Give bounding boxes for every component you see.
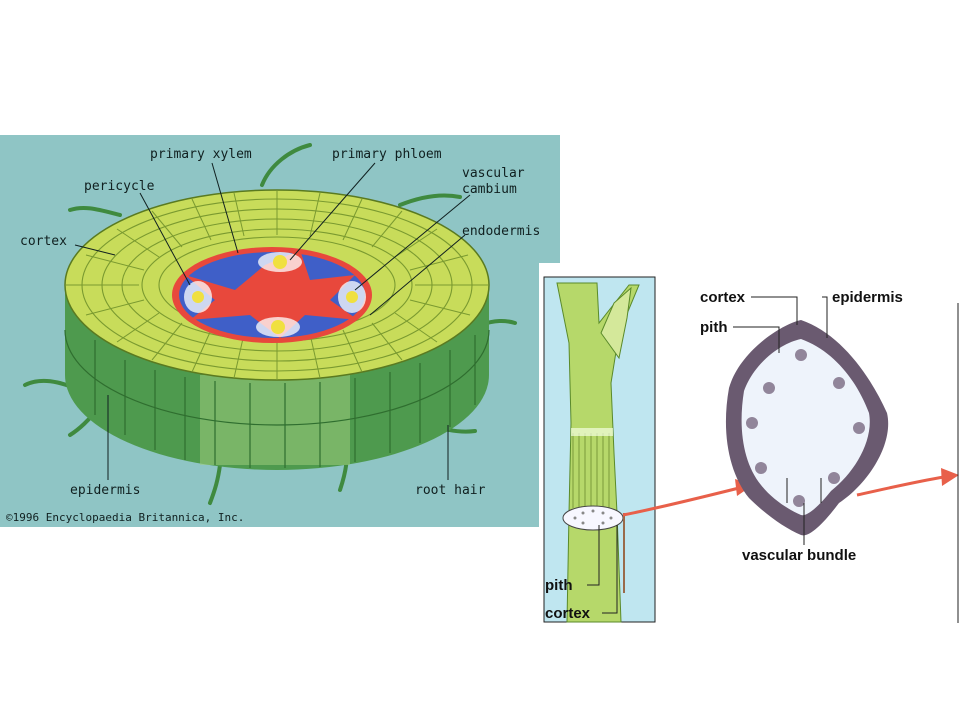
label-endodermis: endodermis: [462, 224, 540, 239]
stem-leader-lines: [587, 296, 828, 614]
label-stem-pith-bottom: pith: [545, 577, 573, 594]
label-epidermis: epidermis: [70, 483, 140, 498]
root-leader-lines: [74, 162, 471, 480]
root-illustration: primary xylem primary phloem vascular ca…: [6, 143, 540, 524]
label-vascular-cambium-1: vascular: [462, 166, 525, 181]
stem-body: [556, 282, 640, 623]
label-cortex: cortex: [20, 234, 67, 249]
label-root-hair: root hair: [415, 483, 486, 498]
label-stem-pith-top: pith: [700, 319, 728, 336]
label-primary-xylem: primary xylem: [150, 147, 252, 162]
stem-illustration: cortex epidermis pith vascular bundle pi…: [543, 276, 959, 623]
label-stem-cortex-top: cortex: [700, 289, 746, 306]
stem-cross-section-diagram: cortex epidermis pith vascular bundle pi…: [539, 263, 960, 627]
root-cross-section-diagram: primary xylem primary phloem vascular ca…: [0, 135, 560, 527]
label-stem-cortex-bottom: cortex: [545, 605, 591, 622]
cortex-cell-walls: [66, 191, 488, 380]
primary-xylem: [185, 250, 358, 338]
label-primary-phloem: primary phloem: [332, 147, 442, 162]
label-pericycle: pericycle: [84, 179, 155, 194]
primary-phloem-bundles: [184, 252, 366, 337]
label-stem-epidermis: epidermis: [832, 289, 903, 306]
copyright-notice: ©1996 Encyclopaedia Britannica, Inc.: [6, 511, 244, 524]
label-vascular-cambium-2: cambium: [462, 182, 517, 197]
label-vascular-bundle: vascular bundle: [742, 547, 856, 564]
